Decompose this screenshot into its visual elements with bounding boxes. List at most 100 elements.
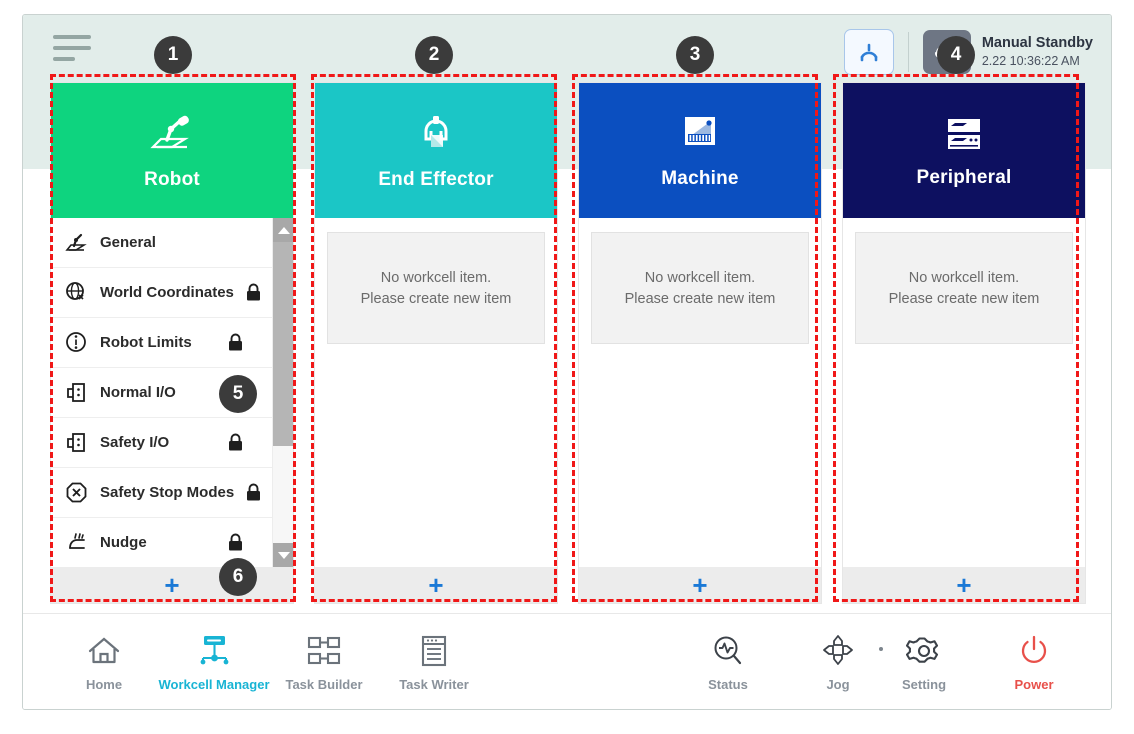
list-item-label: Safety Stop Modes (100, 484, 235, 501)
card-body-machine: No workcell item. Please create new item (579, 218, 821, 567)
nav-item-power[interactable]: Power (979, 632, 1089, 692)
list-item-label: Safety I/O (100, 434, 170, 451)
card-header-machine[interactable]: Machine (579, 83, 821, 218)
annotation-badge-5: 5 (219, 375, 257, 413)
list-item-nudge[interactable]: Nudge (51, 518, 272, 567)
workcell-card-machine: Machine No workcell item. Please create … (579, 83, 821, 603)
status-text-group: Manual Standby 2.22 10:36:22 AM (982, 34, 1093, 70)
stop-octagon-icon (62, 479, 90, 507)
io-port-icon (62, 379, 90, 407)
home-icon (86, 632, 122, 670)
nav-group-right: Status Jog (673, 632, 1089, 692)
empty-state-end-effector: No workcell item. Please create new item (327, 232, 545, 344)
card-header-robot[interactable]: Robot (51, 83, 293, 218)
card-title-peripheral: Peripheral (916, 166, 1012, 188)
empty-line-2: Please create new item (888, 290, 1040, 307)
gripper-icon (424, 115, 448, 147)
lock-icon (245, 483, 262, 502)
card-header-peripheral[interactable]: Peripheral (843, 83, 1085, 218)
gear-icon (906, 632, 942, 670)
list-item-label: Robot Limits (100, 334, 192, 351)
list-item-robot-limits[interactable]: Robot Limits (51, 318, 272, 368)
annotation-badge-2: 2 (415, 36, 453, 74)
lock-icon (227, 433, 244, 452)
list-item-normal-io[interactable]: Normal I/O (51, 368, 272, 418)
io-port-icon (62, 429, 90, 457)
nav-item-jog[interactable]: Jog (783, 632, 893, 692)
lock-icon (227, 533, 244, 552)
annotation-badge-6: 6 (219, 558, 257, 596)
nav-label: Home (85, 676, 123, 692)
list-item-label: General (100, 234, 156, 251)
add-robot-item-button[interactable]: + (164, 570, 180, 600)
nav-item-workcell-manager[interactable]: Workcell Manager (158, 632, 270, 692)
empty-line-1: No workcell item. (380, 269, 492, 286)
add-end-effector-item-button[interactable]: + (428, 570, 444, 600)
header-divider (907, 32, 909, 72)
timestamp-label: 2.22 10:36:22 AM (981, 54, 1080, 69)
card-title-machine: Machine (661, 167, 739, 189)
empty-state-peripheral: No workcell item. Please create new item (855, 232, 1073, 344)
scroll-down-button[interactable] (273, 543, 293, 567)
robot-reset-button[interactable] (843, 29, 894, 75)
nav-item-home[interactable]: Home (49, 632, 159, 692)
limits-circle-icon (62, 329, 90, 357)
machine-panel-icon (685, 116, 715, 145)
server-rack-icon (948, 118, 980, 149)
workcell-card-peripheral: Peripheral No workcell item. Please crea… (843, 83, 1085, 603)
card-title-robot: Robot (144, 168, 200, 190)
task-builder-icon (304, 632, 344, 670)
card-body-end-effector: No workcell item. Please create new item (315, 218, 557, 567)
robot-arm-icon (62, 229, 90, 257)
nav-label: Jog (826, 676, 850, 692)
nav-label: Setting (901, 676, 947, 692)
card-title-end-effector: End Effector (378, 168, 494, 190)
annotation-badge-3: 3 (676, 36, 714, 74)
robot-arm-icon (150, 115, 189, 148)
empty-line-1: No workcell item. (644, 269, 756, 286)
list-item-general[interactable]: General (51, 218, 272, 268)
scrollbar-thumb[interactable] (273, 242, 293, 446)
add-peripheral-item-button[interactable]: + (956, 570, 972, 600)
chevron-down-icon (277, 551, 290, 559)
card-footer-peripheral[interactable]: + (843, 567, 1085, 603)
workcell-card-row: Robot (51, 83, 1085, 603)
list-item-label: World Coordinates (100, 284, 234, 301)
list-item-world-coordinates[interactable]: World Coordinates (51, 268, 272, 318)
nav-label: Workcell Manager (158, 676, 270, 692)
hamburger-line (53, 46, 91, 50)
nav-item-status[interactable]: Status (673, 632, 783, 692)
card-footer-end-effector[interactable]: + (315, 567, 557, 603)
jog-dpad-icon (820, 632, 856, 670)
nav-label: Power (1014, 676, 1054, 692)
list-item-safety-stop-modes[interactable]: Safety Stop Modes (51, 468, 272, 518)
nav-item-task-writer[interactable]: Task Writer (379, 632, 489, 692)
card-footer-machine[interactable]: + (579, 567, 821, 603)
bottom-navigation-bar: Home (23, 613, 1111, 709)
card-header-end-effector[interactable]: End Effector (315, 83, 557, 218)
card-footer-robot[interactable]: + (51, 567, 293, 603)
nav-item-setting[interactable]: Setting (869, 632, 979, 692)
nav-item-task-builder[interactable]: Task Builder (269, 632, 379, 692)
globe-axis-icon (62, 279, 90, 307)
workcell-card-robot: Robot (51, 83, 293, 603)
lock-icon (245, 283, 262, 302)
empty-line-2: Please create new item (360, 290, 512, 307)
robot-state-label: Manual Standby (981, 35, 1093, 52)
hamburger-line (53, 57, 75, 61)
empty-state-machine: No workcell item. Please create new item (591, 232, 809, 344)
task-writer-icon (417, 632, 451, 670)
list-scrollbar[interactable] (272, 218, 293, 567)
list-item-safety-io[interactable]: Safety I/O (51, 418, 272, 468)
nav-label: Task Writer (399, 676, 469, 692)
add-machine-item-button[interactable]: + (692, 570, 708, 600)
device-frame: Manual Standby 2.22 10:36:22 AM Robo (22, 14, 1112, 710)
robot-reset-icon (860, 43, 878, 62)
hamburger-menu-icon[interactable] (53, 32, 93, 64)
robot-settings-list: General World Coord (51, 218, 293, 567)
nav-separator-dot (879, 646, 883, 651)
list-item-label: Nudge (100, 534, 147, 551)
card-body-peripheral: No workcell item. Please create new item (843, 218, 1085, 567)
scroll-up-button[interactable] (273, 218, 293, 242)
chevron-up-icon (277, 226, 290, 234)
